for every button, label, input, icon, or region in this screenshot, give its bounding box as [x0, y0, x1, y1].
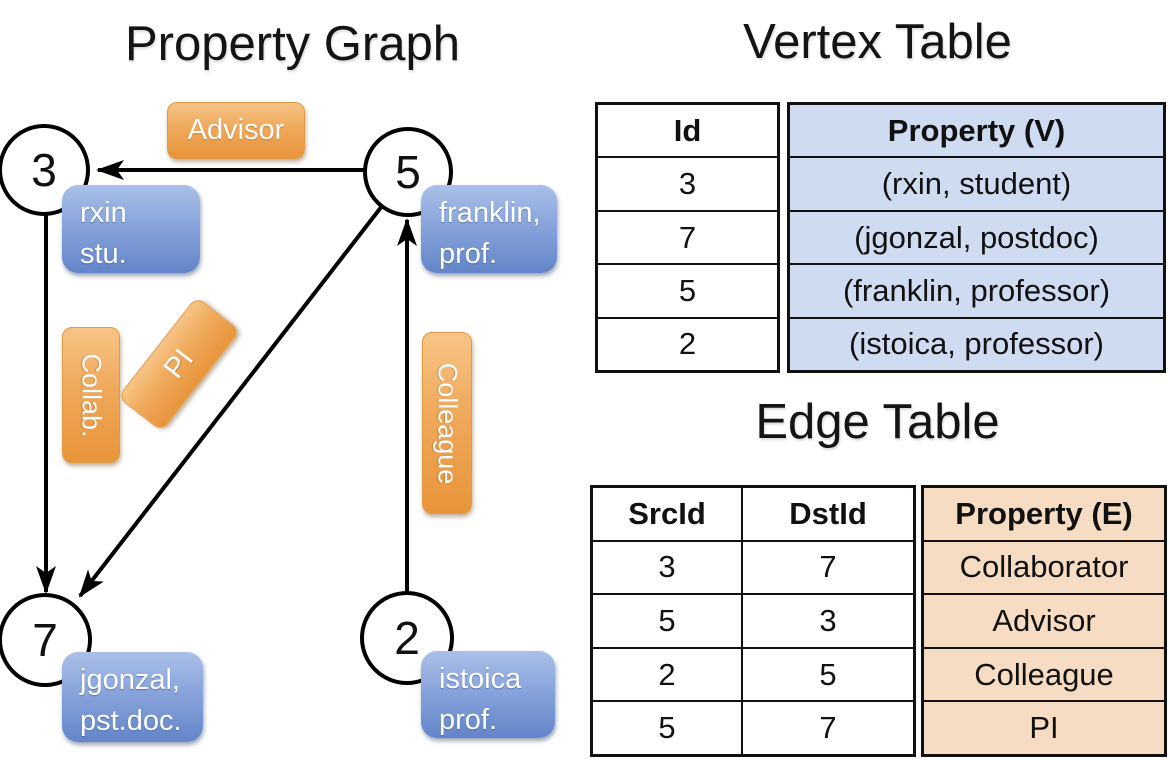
- edge-table-src-header: SrcId: [628, 495, 706, 531]
- edge-table-dst-column: DstId 7 3 5 7: [741, 488, 913, 754]
- vertex-label-franklin-line2: prof.: [439, 238, 498, 270]
- vertex-id-3: 3: [31, 144, 57, 196]
- edge-label-collab-text: Collab.: [76, 352, 107, 438]
- vertex-label-istoica: istoica prof.: [421, 651, 555, 738]
- vertex-id-5: 5: [395, 146, 421, 198]
- vertex-id-2: 2: [394, 612, 420, 664]
- edge-table-src-column: SrcId 3 5 2 5: [593, 488, 741, 754]
- vertex-table-id-header: Id: [673, 112, 702, 148]
- edge-label-collab: Collab.: [62, 327, 120, 463]
- property-graph-title: Property Graph: [125, 17, 460, 71]
- vertex-table-id-column: Id 3 7 5 2: [595, 102, 780, 373]
- vertex-label-franklin: franklin, prof.: [421, 185, 557, 273]
- edge-table-src-cell: 5: [593, 700, 741, 754]
- edge-table-dst-cell: 7: [743, 539, 913, 594]
- edge-table-property-column: Property (E) Collaborator Advisor Collea…: [921, 485, 1167, 757]
- vertex-table-title: Vertex Table: [743, 15, 1012, 69]
- vertex-id-7: 7: [32, 614, 58, 666]
- edge-label-advisor: Advisor: [167, 102, 305, 159]
- vertex-label-rxin-line1: rxin: [80, 197, 127, 229]
- vertex-label-istoica-line1: istoica: [439, 663, 522, 695]
- vertex-label-rxin: rxin stu.: [62, 185, 200, 273]
- vertex-label-rxin-line2: stu.: [80, 238, 127, 270]
- vertex-label-jgonzal-line2: pst.doc.: [80, 705, 182, 737]
- edge-label-colleague: Colleague: [422, 332, 472, 514]
- edge-label-colleague-text: Colleague: [432, 362, 463, 484]
- vertex-table-id-cell: 2: [598, 316, 777, 370]
- edge-table-title: Edge Table: [755, 395, 1000, 449]
- edge-table-dst-header: DstId: [789, 495, 867, 531]
- vertex-table-property-header: Property (V): [887, 112, 1066, 148]
- vertex-table-id-cell: 7: [598, 209, 777, 263]
- vertex-table-property-column: Property (V) (rxin, student) (jgonzal, p…: [787, 102, 1166, 373]
- vertex-table-property-cell: (istoica, professor): [790, 316, 1163, 370]
- edge-table-src-dst-columns: SrcId 3 5 2 5 DstId 7 3 5 7: [590, 485, 916, 757]
- edge-table-property-cell: Advisor: [924, 593, 1164, 647]
- edge-table-src-cell: 3: [593, 539, 741, 594]
- edge-table-src-cell: 5: [593, 593, 741, 647]
- edge-table-dst-cell: 7: [743, 700, 913, 754]
- edge-table-property-header: Property (E): [955, 495, 1133, 531]
- vertex-label-jgonzal: jgonzal, pst.doc.: [62, 652, 203, 742]
- vertex-label-jgonzal-line1: jgonzal,: [80, 664, 180, 696]
- edge-table-property-cell: Collaborator: [924, 539, 1164, 594]
- vertex-table-property-cell: (jgonzal, postdoc): [790, 209, 1163, 263]
- vertex-table-id-cell: 3: [598, 156, 777, 209]
- edge-table-src-cell: 2: [593, 646, 741, 701]
- vertex-label-istoica-line2: prof.: [439, 704, 498, 736]
- edge-label-pi-text: PI: [157, 343, 200, 385]
- vertex-table-property-cell: (rxin, student): [790, 156, 1163, 209]
- edge-table-property-cell: Colleague: [924, 646, 1164, 701]
- vertex-table-id-cell: 5: [598, 263, 777, 316]
- edge-label-advisor-text: Advisor: [187, 114, 285, 146]
- vertex-label-franklin-line1: franklin,: [439, 197, 541, 229]
- edge-5-to-7-pi: [78, 204, 384, 598]
- edge-table-dst-cell: 5: [743, 646, 913, 701]
- edge-table-property-cell: PI: [924, 700, 1164, 754]
- edge-table-dst-cell: 3: [743, 593, 913, 647]
- vertex-table-property-cell: (franklin, professor): [790, 263, 1163, 316]
